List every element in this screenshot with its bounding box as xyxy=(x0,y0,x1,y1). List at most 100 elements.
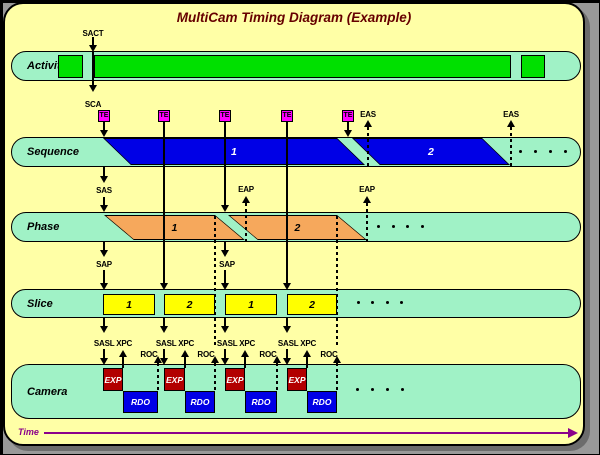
timing-line xyxy=(347,122,349,131)
phase-bar-ellipsis-dot xyxy=(405,225,409,228)
timing-line xyxy=(286,122,288,284)
dashed-line xyxy=(510,127,512,166)
phase-bar-ellipsis-dot xyxy=(376,225,380,228)
arrowhead-down-icon xyxy=(88,85,97,92)
arrowhead-up-icon xyxy=(241,196,250,203)
phase-bar-number: 2 xyxy=(294,221,301,234)
phase-bar-ellipsis-dot xyxy=(391,225,395,228)
arrowhead-down-icon xyxy=(220,283,229,290)
slice-box xyxy=(225,294,277,315)
te-marker: TE xyxy=(342,110,354,122)
arrowhead-up-icon xyxy=(153,356,162,363)
slice-ellipsis-dot xyxy=(399,301,403,304)
dashed-line xyxy=(214,363,216,391)
phase-bar-ellipsis-dot xyxy=(420,225,424,228)
event-label-sasl-xpc: SASL XPC xyxy=(277,339,317,348)
timing-line xyxy=(184,356,186,368)
event-label-roc: ROC xyxy=(259,350,277,359)
event-label-roc: ROC xyxy=(140,350,158,359)
arrowhead-down-icon xyxy=(88,45,97,52)
camera-ellipsis-dot xyxy=(370,388,374,391)
timing-line xyxy=(103,318,105,327)
camera-ellipsis-dot xyxy=(355,388,359,391)
arrowhead-down-icon xyxy=(282,283,291,290)
dashed-line xyxy=(276,363,278,391)
event-label-sasl-xpc: SASL XPC xyxy=(93,339,133,348)
time-axis-arrowhead-icon xyxy=(568,428,578,438)
event-label-sas: SAS xyxy=(96,186,112,195)
slice-number: 1 xyxy=(126,298,132,311)
timing-line xyxy=(103,349,105,359)
arrowhead-up-icon xyxy=(506,120,515,127)
event-label-roc: ROC xyxy=(197,350,215,359)
camera-rdo-box: RDO xyxy=(245,391,277,413)
timing-line xyxy=(224,349,226,359)
arrowhead-down-icon xyxy=(99,130,108,137)
arrowhead-up-icon xyxy=(272,356,281,363)
event-label-sap: SAP xyxy=(96,260,112,269)
timing-line xyxy=(163,318,165,327)
arrowhead-down-icon xyxy=(99,176,108,183)
arrowhead-down-icon xyxy=(343,130,352,137)
camera-exp-box: EXP xyxy=(225,368,245,391)
arrowhead-down-icon xyxy=(220,205,229,212)
timing-line xyxy=(306,356,308,368)
timing-line xyxy=(163,349,165,359)
phase-bar-number: 1 xyxy=(171,221,178,234)
slice-ellipsis-dot xyxy=(385,301,389,304)
arrowhead-down-icon xyxy=(99,283,108,290)
event-label-sasl-xpc: SASL XPC xyxy=(216,339,256,348)
timing-line xyxy=(224,318,226,327)
slice-ellipsis-dot xyxy=(356,301,360,304)
camera-exp-box: EXP xyxy=(287,368,307,391)
timing-line xyxy=(224,242,226,251)
te-marker: TE xyxy=(158,110,170,122)
timing-line xyxy=(92,52,94,86)
camera-ellipsis-dot xyxy=(400,388,404,391)
activity-bar xyxy=(58,55,83,78)
dashed-line xyxy=(214,216,216,347)
dashed-line xyxy=(367,127,369,166)
dashed-line xyxy=(366,203,368,241)
timing-line xyxy=(103,197,105,206)
camera-rdo-box: RDO xyxy=(185,391,215,413)
arrowhead-up-icon xyxy=(332,356,341,363)
arrowhead-down-icon xyxy=(159,358,168,365)
sequence-bar-ellipsis-dot xyxy=(533,150,537,153)
arrowhead-down-icon xyxy=(99,250,108,257)
timing-line xyxy=(122,356,124,368)
track-label-phase: Phase xyxy=(27,221,60,233)
arrowhead-up-icon xyxy=(210,356,219,363)
track-label-slice: Slice xyxy=(27,297,53,310)
timing-line xyxy=(163,122,165,284)
timing-line xyxy=(244,356,246,368)
slice-box xyxy=(103,294,155,315)
sequence-bar-ellipsis-dot xyxy=(518,150,522,153)
camera-rdo-box: RDO xyxy=(307,391,337,413)
slice-number: 2 xyxy=(309,298,315,311)
arrowhead-down-icon xyxy=(99,358,108,365)
event-label-eap: EAP xyxy=(359,185,375,194)
slice-ellipsis-dot xyxy=(370,301,374,304)
arrowhead-down-icon xyxy=(99,326,108,333)
arrowhead-down-icon xyxy=(220,326,229,333)
timing-line xyxy=(103,167,105,177)
arrowhead-up-icon xyxy=(362,196,371,203)
track-label-sequence: Sequence xyxy=(27,146,79,158)
sequence-bar-ellipsis-dot xyxy=(563,150,567,153)
timing-line xyxy=(103,270,105,284)
arrowhead-down-icon xyxy=(159,283,168,290)
event-label-eap: EAP xyxy=(238,185,254,194)
time-axis-line xyxy=(44,432,568,434)
diagram-title: MultiCam Timing Diagram (Example) xyxy=(176,10,412,25)
timing-line xyxy=(224,122,226,206)
activity-bar xyxy=(94,55,511,78)
track-label-camera: Camera xyxy=(27,385,68,398)
timing-line xyxy=(103,242,105,251)
dashed-line xyxy=(245,203,247,241)
arrowhead-down-icon xyxy=(220,250,229,257)
arrowhead-down-icon xyxy=(159,326,168,333)
sequence-bar-ellipsis-dot xyxy=(548,150,552,153)
timing-line xyxy=(286,318,288,327)
